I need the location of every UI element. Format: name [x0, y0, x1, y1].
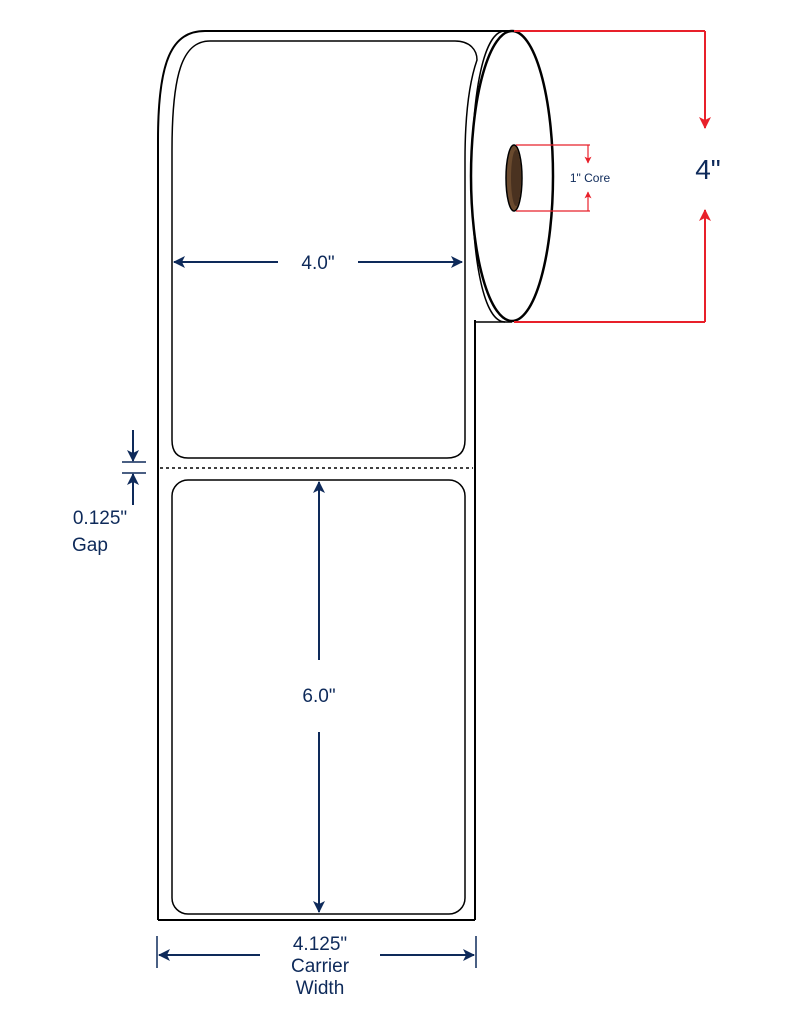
bottom-label — [171, 479, 466, 915]
carrier-width-value-text: 4.125" — [293, 934, 347, 955]
gap-value-text: 0.125" — [73, 508, 127, 529]
carrier-liner — [157, 30, 512, 920]
label-width-text: 4.0" — [301, 253, 334, 274]
label-height-text: 6.0" — [302, 686, 335, 707]
carrier-width-line3-text: Width — [296, 978, 345, 999]
roll-core-inner — [511, 150, 521, 206]
gap-word-text: Gap — [72, 535, 108, 556]
roll-diameter-text: 4" — [695, 154, 721, 185]
top-label — [171, 40, 478, 459]
core-text: 1" Core — [570, 171, 611, 185]
carrier-width-line2-text: Carrier — [291, 956, 350, 977]
